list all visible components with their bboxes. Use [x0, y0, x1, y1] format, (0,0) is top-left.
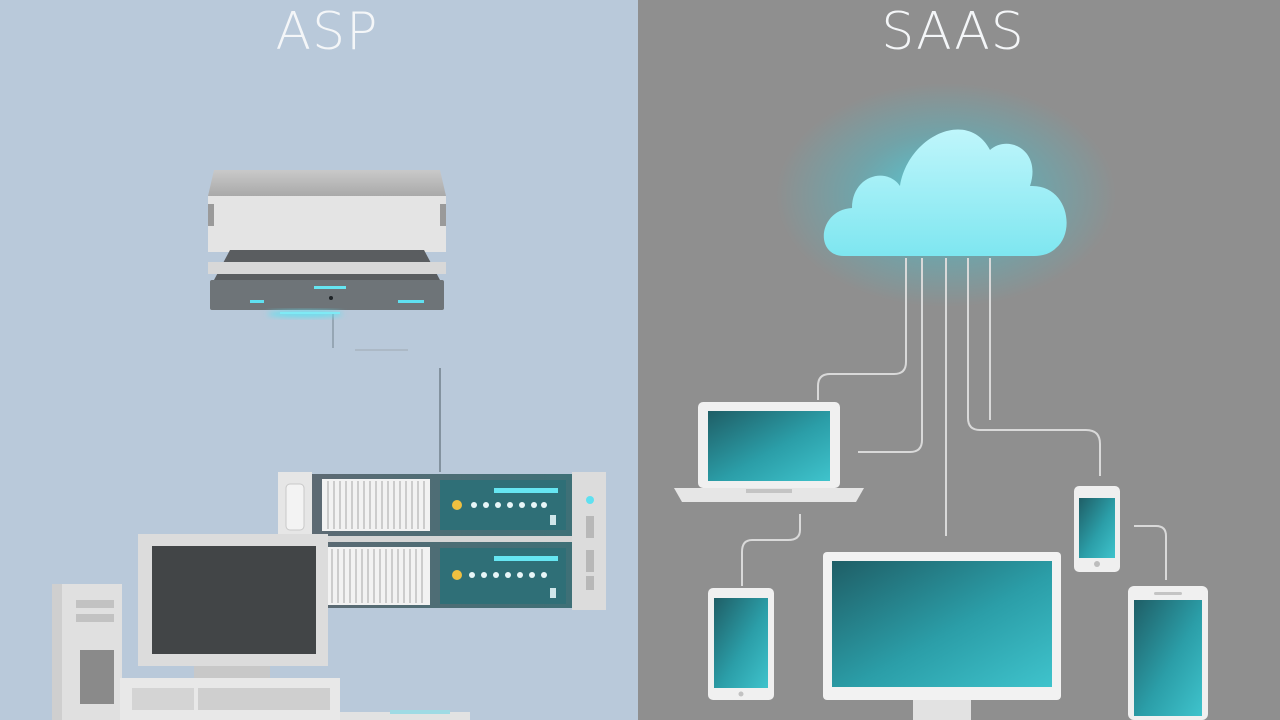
saas-connection-lines	[741, 258, 1167, 586]
laptop-icon	[674, 402, 864, 502]
tablet-icon	[708, 588, 774, 700]
saas-panel: SAAS	[638, 0, 1280, 720]
desktop-computer-icon	[52, 534, 470, 720]
saas-illustration	[674, 83, 1208, 720]
cloud-icon	[823, 129, 1067, 256]
tablet-icon	[1128, 586, 1208, 720]
asp-title: ASP	[275, 2, 379, 62]
saas-title: SAAS	[881, 2, 1025, 62]
asp-connection-lines	[332, 312, 441, 472]
asp-illustration	[52, 170, 606, 720]
monitor-icon	[823, 552, 1061, 720]
asp-panel: ASP	[0, 0, 638, 720]
smartphone-icon	[1074, 486, 1120, 572]
server-icon	[208, 170, 446, 317]
